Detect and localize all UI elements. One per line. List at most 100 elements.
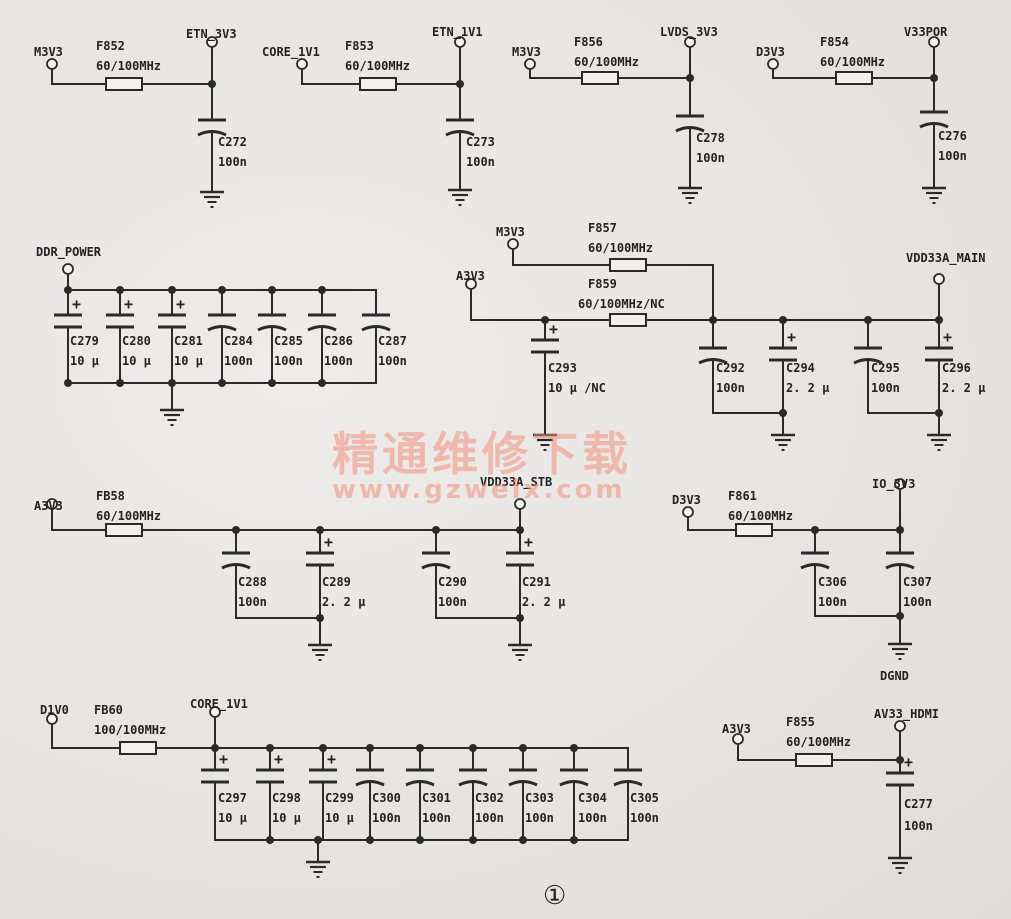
junction-dot	[570, 744, 578, 752]
net-or-part-label: C272	[218, 135, 247, 149]
junction-dot	[366, 744, 374, 752]
wire	[687, 517, 737, 531]
wire	[301, 69, 361, 85]
wire	[51, 509, 107, 531]
capacitor-plate	[508, 780, 538, 787]
terminal-pin	[928, 36, 940, 48]
net-or-part-label: 100n	[218, 155, 247, 169]
ground-symbol	[920, 176, 948, 205]
terminal-pin	[767, 58, 779, 70]
polarity-mark: +	[327, 750, 336, 768]
net-or-part-label: A3V3	[456, 269, 485, 283]
junction-dot	[541, 316, 549, 324]
capacitor-plate	[613, 780, 643, 787]
junction-dot	[519, 744, 527, 752]
junction-dot	[709, 316, 717, 324]
terminal-pin	[206, 36, 218, 48]
capacitor-plate	[207, 325, 237, 332]
net-or-part-label: 10 μ	[122, 354, 151, 368]
junction-dot	[896, 756, 904, 764]
junction-dot	[268, 379, 276, 387]
junction-dot	[519, 836, 527, 844]
net-or-part-label: C291	[522, 575, 551, 589]
net-or-part-label: 60/100MHz	[728, 509, 793, 523]
terminal-pin	[684, 36, 696, 48]
junction-dot	[366, 836, 374, 844]
ground-symbol	[306, 633, 334, 662]
net-or-part-label: M3V3	[512, 45, 541, 59]
terminal-pin	[62, 263, 74, 275]
junction-dot	[469, 836, 477, 844]
net-or-part-label: C301	[422, 791, 451, 805]
net-or-part-label: FB60	[94, 703, 123, 717]
junction-dot	[314, 836, 322, 844]
net-or-part-label: AV33_HDMI	[874, 707, 939, 722]
ferrite-bead	[359, 77, 397, 91]
junction-dot	[218, 286, 226, 294]
net-or-part-label: F861	[728, 489, 757, 503]
net-or-part-label: 100n	[818, 595, 847, 609]
junction-dot	[469, 744, 477, 752]
capacitor-plate	[257, 325, 287, 332]
junction-dot	[935, 409, 943, 417]
terminal-pin	[933, 273, 945, 285]
net-or-part-label: 60/100MHz	[574, 55, 639, 69]
polarity-mark: +	[549, 320, 558, 338]
wire	[51, 724, 121, 749]
junction-dot	[432, 526, 440, 534]
capacitor-plate	[698, 358, 728, 365]
net-or-part-label: 100n	[224, 354, 253, 368]
net-or-part-label: C289	[322, 575, 351, 589]
net-or-part-label: C287	[378, 334, 407, 348]
ground-symbol	[198, 180, 226, 209]
ferrite-bead	[105, 77, 143, 91]
junction-dot	[316, 614, 324, 622]
wire	[867, 359, 940, 414]
net-or-part-label: 100n	[238, 595, 267, 609]
polarity-mark: +	[943, 328, 952, 346]
junction-dot	[318, 286, 326, 294]
capacitor-plate	[355, 780, 385, 787]
net-or-part-label: C296	[942, 361, 971, 375]
net-or-part-label: 100n	[274, 354, 303, 368]
terminal-pin	[732, 733, 744, 745]
watermark-url: www.gzweix.com	[332, 475, 626, 505]
wire	[645, 264, 714, 321]
net-or-part-label: C300	[372, 791, 401, 805]
junction-dot	[211, 744, 219, 752]
ground-symbol	[886, 846, 914, 875]
polarity-mark: +	[274, 750, 283, 768]
junction-dot	[168, 379, 176, 387]
net-or-part-label: C305	[630, 791, 659, 805]
polarity-mark: +	[524, 533, 533, 551]
net-or-part-label: 2. 2 μ	[322, 595, 365, 609]
net-or-part-label: F853	[345, 39, 374, 53]
net-or-part-label: 100n	[696, 151, 725, 165]
junction-dot	[779, 316, 787, 324]
figure-number: ①	[543, 881, 566, 911]
polarity-mark: +	[904, 753, 913, 771]
net-or-part-label: C292	[716, 361, 745, 375]
net-or-part-label: 100n	[422, 811, 451, 825]
junction-dot	[116, 379, 124, 387]
ferrite-bead	[609, 313, 647, 327]
junction-dot	[935, 316, 943, 324]
net-or-part-label: M3V3	[34, 45, 63, 59]
ferrite-bead	[609, 258, 647, 272]
net-or-part-label: D1V0	[40, 703, 69, 717]
junction-dot	[896, 612, 904, 620]
wire	[235, 564, 321, 619]
polarity-mark: +	[787, 328, 796, 346]
capacitor-plate	[800, 563, 830, 570]
net-or-part-label: C295	[871, 361, 900, 375]
net-or-part-label: FB58	[96, 489, 125, 503]
net-or-part-label: A3V3	[722, 722, 751, 736]
net-or-part-label: 100n	[903, 595, 932, 609]
net-or-part-label: 100n	[716, 381, 745, 395]
capacitor-plate	[885, 563, 915, 570]
net-or-part-label: C285	[274, 334, 303, 348]
net-or-part-label: M3V3	[496, 225, 525, 239]
net-or-part-label: 10 μ	[174, 354, 203, 368]
